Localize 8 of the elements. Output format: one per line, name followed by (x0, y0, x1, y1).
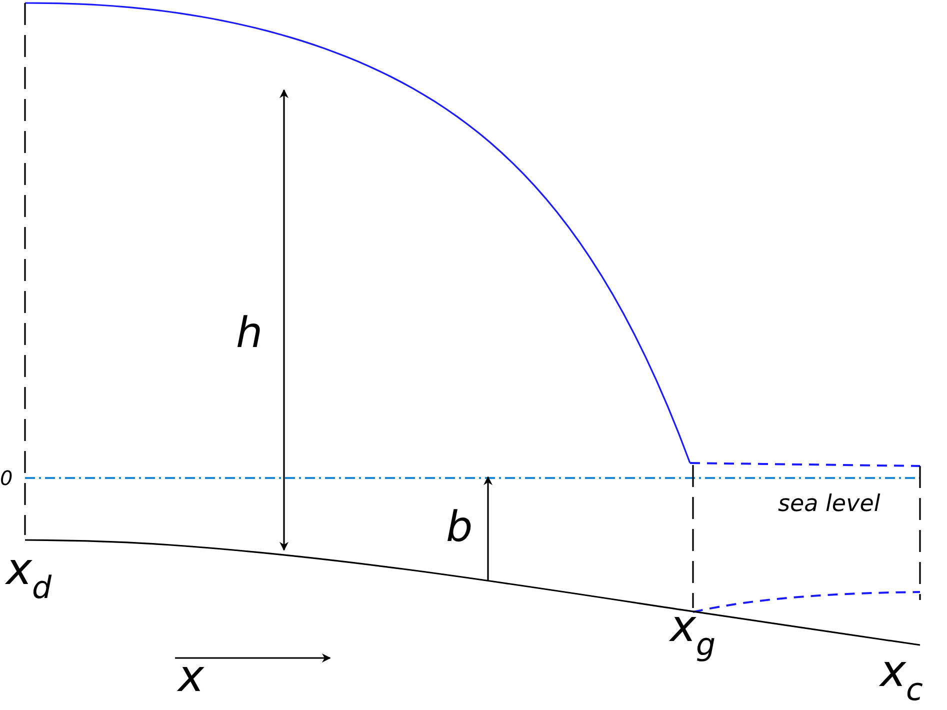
divide-position-symbol: x$_{d}$ (6, 548, 52, 604)
height-symbol: h (236, 312, 263, 354)
calving-front-symbol: x$_{c}$ (880, 650, 923, 706)
coordinate-symbol: x (178, 655, 204, 699)
sea-level-label: sea level (778, 493, 880, 516)
grounding-line-symbol: x$_{g}$ (670, 605, 716, 661)
zero-label: 0 (0, 468, 13, 488)
bed-elevation-symbol: b (446, 506, 473, 548)
